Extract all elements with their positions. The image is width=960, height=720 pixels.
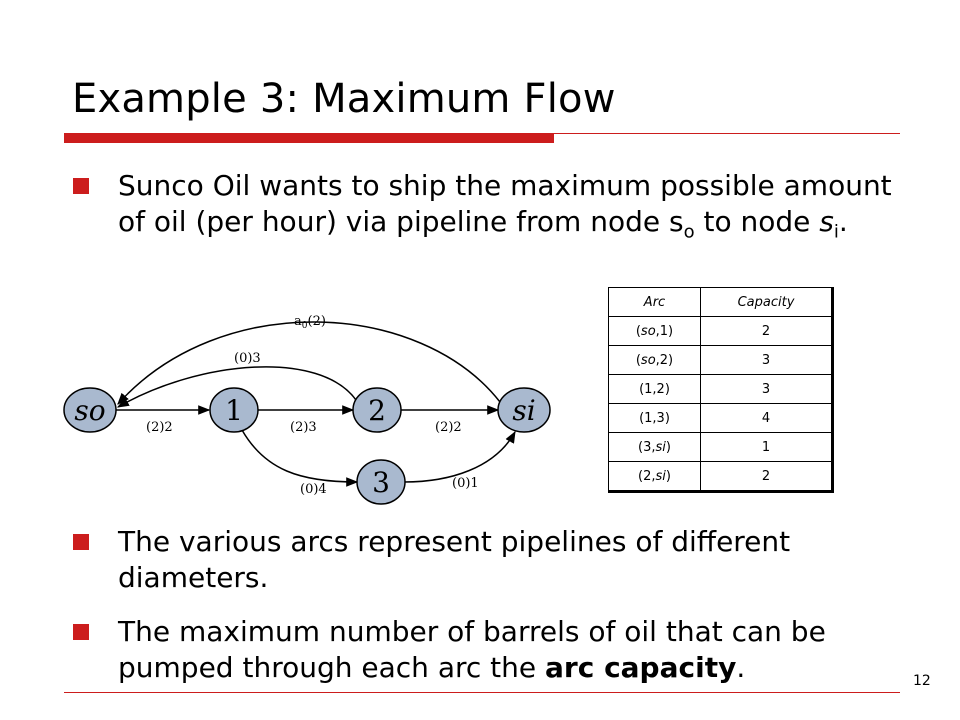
node-so: so [63, 387, 117, 433]
table-row: (3,si) 1 [608, 432, 833, 462]
table-cell-arc: (1,3) [608, 403, 701, 433]
table-cell-arc: (2,si) [608, 461, 701, 492]
edge-label-so-1: (2)2 [146, 420, 173, 435]
node-s-italic: s [819, 205, 834, 238]
node-3-label: 3 [372, 466, 390, 499]
table-cell-arc: (1,2) [608, 374, 701, 404]
table-cell-capacity: 4 [700, 403, 833, 433]
arc-capacity-table: Arc Capacity (so,1) 2 (so,2) 3 (1,2) 3 (… [608, 287, 834, 493]
table-cell-capacity: 2 [700, 316, 833, 346]
table-cell-arc: (so,2) [608, 345, 701, 375]
bullet-3-bold-term: arc capacity [545, 651, 737, 684]
bullet-1: Sunco Oil wants to ship the maximum poss… [118, 168, 908, 251]
table-row: (so,1) 2 [608, 316, 833, 346]
page-number: 12 [913, 673, 931, 689]
slide-title: Example 3: Maximum Flow [72, 76, 616, 122]
table-cell-capacity: 3 [700, 374, 833, 404]
node-3: 3 [356, 459, 406, 505]
bullet-1-period: . [838, 205, 848, 238]
edge-label-2-so: (0)3 [234, 351, 261, 366]
node-1-label: 1 [225, 394, 243, 427]
table-row: (1,3) 4 [608, 403, 833, 433]
subscript-i: i [833, 221, 839, 243]
table-row: (so,2) 3 [608, 345, 833, 375]
table-cell-arc: (3,si) [608, 432, 701, 462]
subscript-o: o [683, 221, 695, 243]
node-si-label: si [512, 394, 535, 427]
table-header-row: Arc Capacity [608, 287, 833, 317]
node-2: 2 [352, 387, 402, 433]
arc-1-to-3 [241, 429, 359, 487]
node-2-label: 2 [368, 394, 386, 427]
table-row: (2,si) 2 [608, 461, 833, 492]
node-si: si [497, 387, 551, 433]
title-underline-thin [554, 133, 900, 134]
arc-2-to-so [116, 366, 357, 408]
table-header-arc: Arc [608, 287, 701, 317]
table-cell-capacity: 3 [700, 345, 833, 375]
edge-label-3-si: (0)1 [452, 476, 479, 491]
node-so-label: so [74, 394, 105, 427]
bullet-marker [73, 178, 89, 194]
bullet-2: The various arcs represent pipelines of … [118, 525, 791, 594]
edge-label-1-2: (2)3 [290, 420, 317, 435]
bullet-marker [73, 624, 89, 640]
edge-label-1-3: (0)4 [300, 482, 327, 497]
table-cell-capacity: 1 [700, 432, 833, 462]
bullet-1-text-mid: to node [694, 205, 820, 238]
table-cell-capacity: 2 [700, 461, 833, 492]
title-underline-thick [64, 133, 554, 143]
bullet-marker [73, 534, 89, 550]
node-1: 1 [209, 387, 259, 433]
bullet-3-period: . [736, 651, 746, 684]
bullet-1-text: Sunco Oil wants to ship the maximum poss… [118, 169, 892, 238]
bullet-3: The maximum number of barrels of oil tha… [118, 614, 898, 686]
arc-3-to-si [403, 430, 516, 483]
arc-a0-si-to-so [117, 321, 501, 405]
edge-label-2-si: (2)2 [435, 420, 462, 435]
table-cell-arc: (so,1) [608, 316, 701, 346]
table-header-capacity: Capacity [700, 287, 833, 317]
edge-label-a0: a0(2) [294, 314, 326, 331]
bullet-3-text: The maximum number of barrels of oil tha… [118, 615, 826, 684]
footer-rule [64, 692, 900, 693]
table-row: (1,2) 3 [608, 374, 833, 404]
